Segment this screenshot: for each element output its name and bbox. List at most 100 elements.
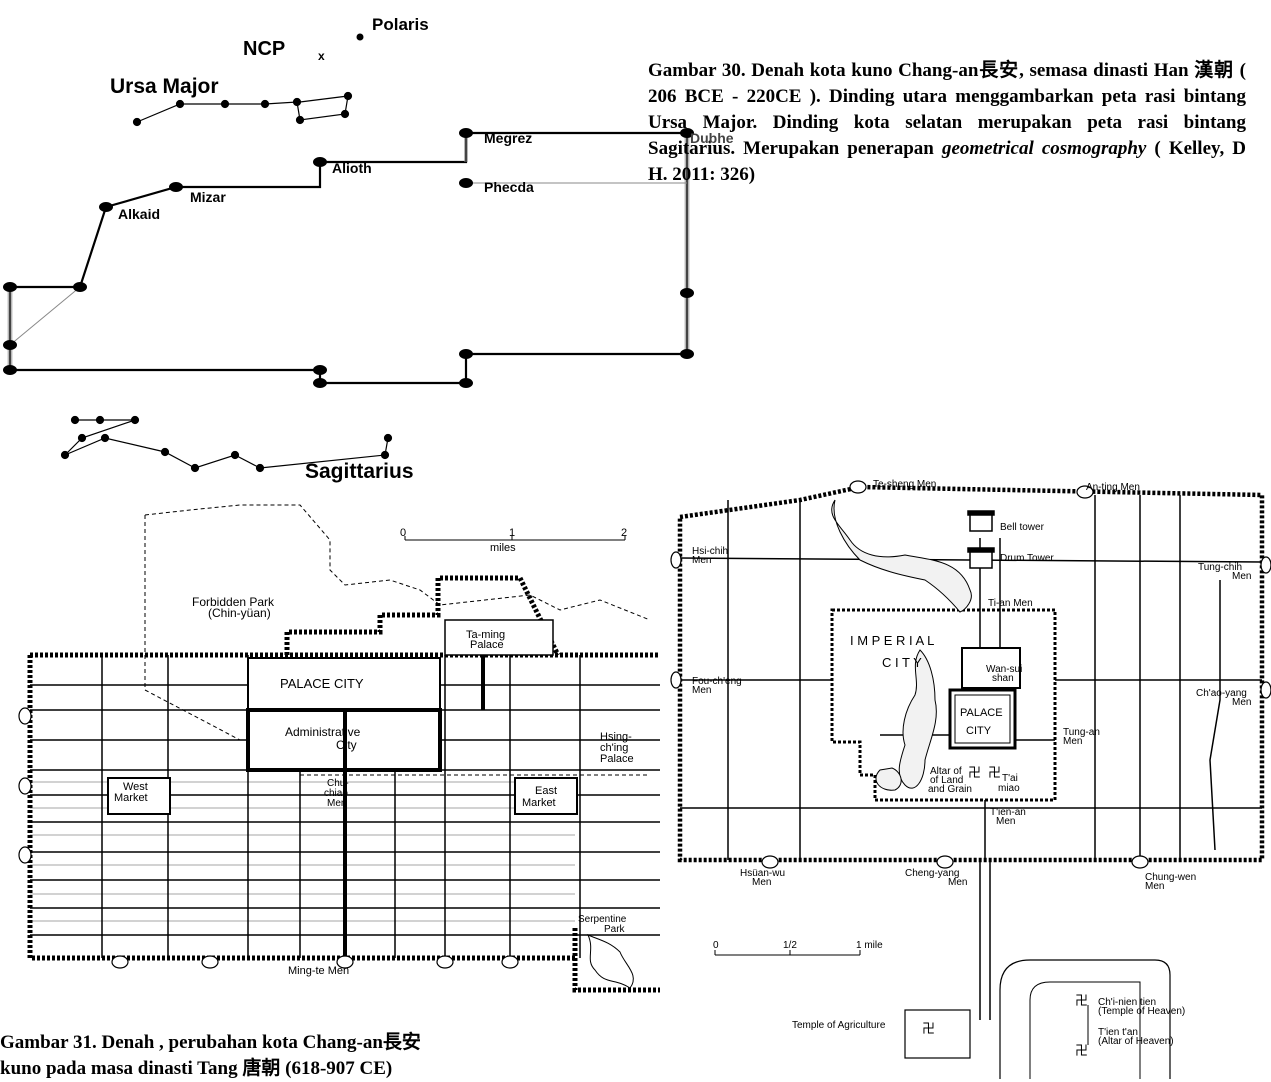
chu-chiao-label-2: chiao [324, 788, 348, 799]
tung-an-label-2: Men [1063, 736, 1083, 747]
tung-chih-label-2: Men [1232, 571, 1252, 582]
swastika-altar: 卍 [968, 765, 982, 780]
palace-city-label-2: CITY [966, 725, 992, 737]
tian-an-label-2: Men [996, 816, 1016, 827]
ta-ming-palace-block [444, 619, 554, 656]
hsing-ching-label-1: Hsing- [600, 731, 632, 743]
an-ting-label: An-ting Men [1086, 482, 1140, 493]
ncp-label: NCP [243, 38, 285, 60]
chao-yang-label-1: Ch'ao-yang [1196, 688, 1247, 699]
forbidden-park-boundary [144, 504, 651, 621]
tung-an-label-1: Tung-an [1063, 727, 1100, 738]
forbidden-park-label: Forbidden Park [192, 595, 275, 609]
swastika-heaven-1: 卍 [1075, 993, 1089, 1008]
fou-cheng-label-2: Men [692, 685, 712, 696]
admin-city-label-2: City [336, 738, 357, 752]
chung-wen-label-2: Men [1145, 881, 1165, 892]
admin-city-label-1: Administrative [285, 725, 361, 739]
tai-miao-label-1: T'ai [1002, 773, 1018, 784]
tung-chih-label-1: Tung-chih [1198, 562, 1243, 573]
palace-city-label: PALACE CITY [280, 676, 364, 691]
ursa-major-asterism [132, 91, 353, 127]
east-market-label-2: Market [522, 797, 556, 809]
hsuan-wu-label-1: Hsüan-wu [740, 868, 786, 879]
swastika-heaven-2: 卍 [1075, 1043, 1089, 1058]
tang-gates [18, 707, 519, 969]
hsi-chih-label-2: Men [692, 555, 712, 566]
cheng-yang-label-2: Men [948, 877, 968, 888]
ta-ming-label-1: Ta-ming [466, 629, 505, 641]
ming-te-label: Ming-te Men [288, 965, 349, 977]
hsi-chih-label-1: Hsi-chih [692, 546, 729, 557]
sagittarius-label: Sagittarius [305, 460, 414, 483]
west-market-label-1: West [123, 781, 148, 793]
west-market-label-2: Market [114, 792, 148, 804]
altar-label-1: Altar of [930, 766, 962, 777]
hsuan-wu-label-2: Men [752, 877, 772, 888]
figure-30-caption: Gambar 30. Denah kota kuno Chang-an長安, s… [648, 60, 1247, 185]
ta-ming-label-2: Palace [470, 639, 504, 651]
chung-wen-label-1: Chung-wen [1145, 872, 1197, 883]
peking-scale-0: 0 [713, 940, 719, 951]
sagittarius-asterism [60, 415, 393, 473]
chi-nien-label-2: (Temple of Heaven) [1098, 1006, 1186, 1017]
wan-sui-label-2: shan [992, 673, 1014, 684]
tang-outer-wall [27, 575, 660, 993]
tien-tan-label-1: T'ien t'an [1098, 1027, 1138, 1038]
fou-cheng-label-1: Fou-ch'eng [692, 676, 742, 687]
serpentine-park-pond [587, 934, 634, 989]
tang-scale-2: 2 [621, 527, 627, 539]
hsing-ching-label-2: ch'ing [600, 742, 628, 754]
chao-yang-label-2: Men [1232, 697, 1252, 708]
dubhe-label: Dubhe [690, 130, 734, 146]
chu-chiao-label-3: Men [327, 798, 346, 809]
tang-scale-0: 0 [400, 527, 406, 539]
peking-scale-1: 1 mile [856, 940, 883, 951]
phecda-label: Phecda [484, 179, 534, 195]
han-chang-an-star-map: NCP x Polaris Ursa Major Megrez Alioth P… [3, 15, 694, 483]
figure-31-caption-line1: Gambar 31. Denah , perubahan kota Chang-… [0, 1032, 421, 1053]
forbidden-park-alt-label: (Chin-yüan) [208, 606, 271, 620]
ursa-major-label: Ursa Major [110, 75, 219, 98]
altar-label-3: and Grain [928, 784, 972, 795]
palace-city-label-1: PALACE [960, 707, 1003, 719]
peking-scale-half: 1/2 [783, 940, 797, 951]
swastika-agriculture: 卍 [922, 1021, 936, 1036]
city-label: C I T Y [882, 655, 922, 670]
tien-tan-label-2: (Altar of Heaven) [1098, 1036, 1174, 1047]
polaris-star [356, 33, 364, 41]
drum-tower-label: Drum Tower [1000, 553, 1054, 564]
altar-label-2: of Land [930, 775, 964, 786]
te-sheng-label: Te-sheng Men [873, 479, 937, 490]
tang-scale-bar [404, 536, 626, 541]
alioth-label: Alioth [332, 160, 372, 176]
palace-city-block [247, 657, 441, 711]
imperial-label: I M P E R I A L [850, 633, 935, 648]
ti-an-label: Ti-an Men [988, 598, 1033, 609]
serpentine-label-2: Park [604, 924, 626, 935]
ncp-x-label: x [318, 49, 325, 63]
chu-chiao-label-1: Chu- [327, 778, 349, 789]
wan-sui-label-1: Wan-sui [986, 664, 1023, 675]
serpentine-label-1: Serpentine [578, 914, 627, 925]
tang-scale-1: 1 [509, 527, 515, 539]
tang-chang-an-map: 0 1 2 miles Forbidden Park (Chin-yüan) T… [18, 504, 660, 993]
swastika-tai-miao: 卍 [988, 765, 1002, 780]
chi-nien-label-1: Ch'i-nien tien [1098, 997, 1157, 1008]
tang-scale-unit: miles [490, 542, 516, 554]
east-market-label-1: East [535, 785, 557, 797]
figure-31-caption-line2: kuno pada masa dinasti Tang 唐朝 (618-907 … [0, 1058, 393, 1079]
east-market-block [514, 777, 578, 815]
polaris-label: Polaris [372, 15, 429, 34]
megrez-label: Megrez [484, 130, 532, 146]
hsing-ching-label-3: Palace [600, 753, 634, 765]
mizar-label: Mizar [190, 189, 226, 205]
west-market-block [107, 777, 171, 815]
cheng-yang-label-1: Cheng-yang [905, 868, 960, 879]
tian-an-label-1: T'ien-an [990, 807, 1026, 818]
bell-tower-label: Bell tower [1000, 522, 1044, 533]
tai-miao-label-2: miao [998, 783, 1020, 794]
alkaid-label: Alkaid [118, 206, 160, 222]
temple-agriculture-label: Temple of Agriculture [792, 1020, 886, 1031]
